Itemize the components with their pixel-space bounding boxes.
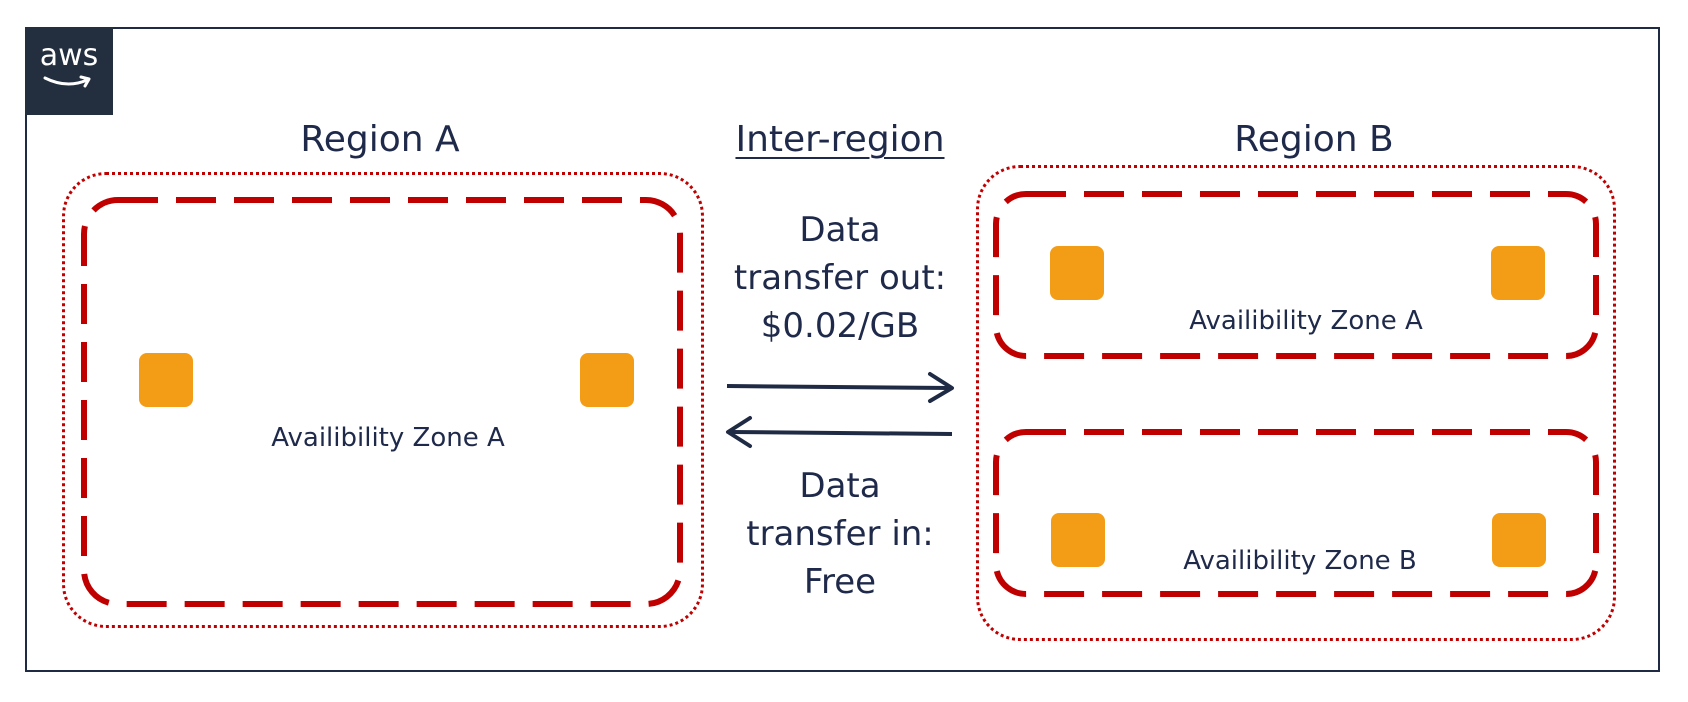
region-b-zone-a-box [992, 190, 1600, 360]
aws-logo: aws [25, 27, 113, 115]
arrow-in-icon [726, 416, 953, 448]
region-a-box [62, 172, 704, 628]
transfer-in-line-1: Data [799, 466, 881, 506]
region-b-box [976, 165, 1616, 641]
instance-icon [1050, 246, 1104, 300]
logo-text: aws [39, 38, 99, 73]
region-b-zone-b-label: Availibility Zone B [1183, 546, 1417, 576]
transfer-in-text: Data transfer in: Free [700, 462, 980, 606]
instance-icon [580, 353, 634, 407]
diagram-frame [25, 27, 1660, 672]
instance-icon [1492, 513, 1546, 567]
region-b-zone-b-box [992, 428, 1600, 598]
transfer-out-line-2: transfer out: [733, 258, 947, 298]
instance-icon [139, 353, 193, 407]
aws-smile-arrow-icon [43, 75, 91, 88]
instance-icon [1051, 513, 1105, 567]
transfer-in-line-3: Free [803, 562, 877, 602]
arrow-out-icon [726, 372, 954, 403]
region-a-title: Region A [300, 119, 460, 160]
region-a-zone-a-label: Availibility Zone A [271, 423, 505, 453]
inter-region-title: Inter-region [735, 119, 945, 160]
transfer-out-line-3: $0.02/GB [760, 306, 920, 346]
transfer-out-text: Data transfer out: $0.02/GB [700, 206, 980, 350]
region-b-title: Region B [1234, 119, 1394, 160]
transfer-in-line-2: transfer in: [746, 514, 934, 554]
region-b-zone-a-label: Availibility Zone A [1189, 306, 1423, 336]
transfer-out-line-1: Data [799, 210, 881, 250]
region-a-zone-a-box [80, 196, 684, 608]
instance-icon [1491, 246, 1545, 300]
